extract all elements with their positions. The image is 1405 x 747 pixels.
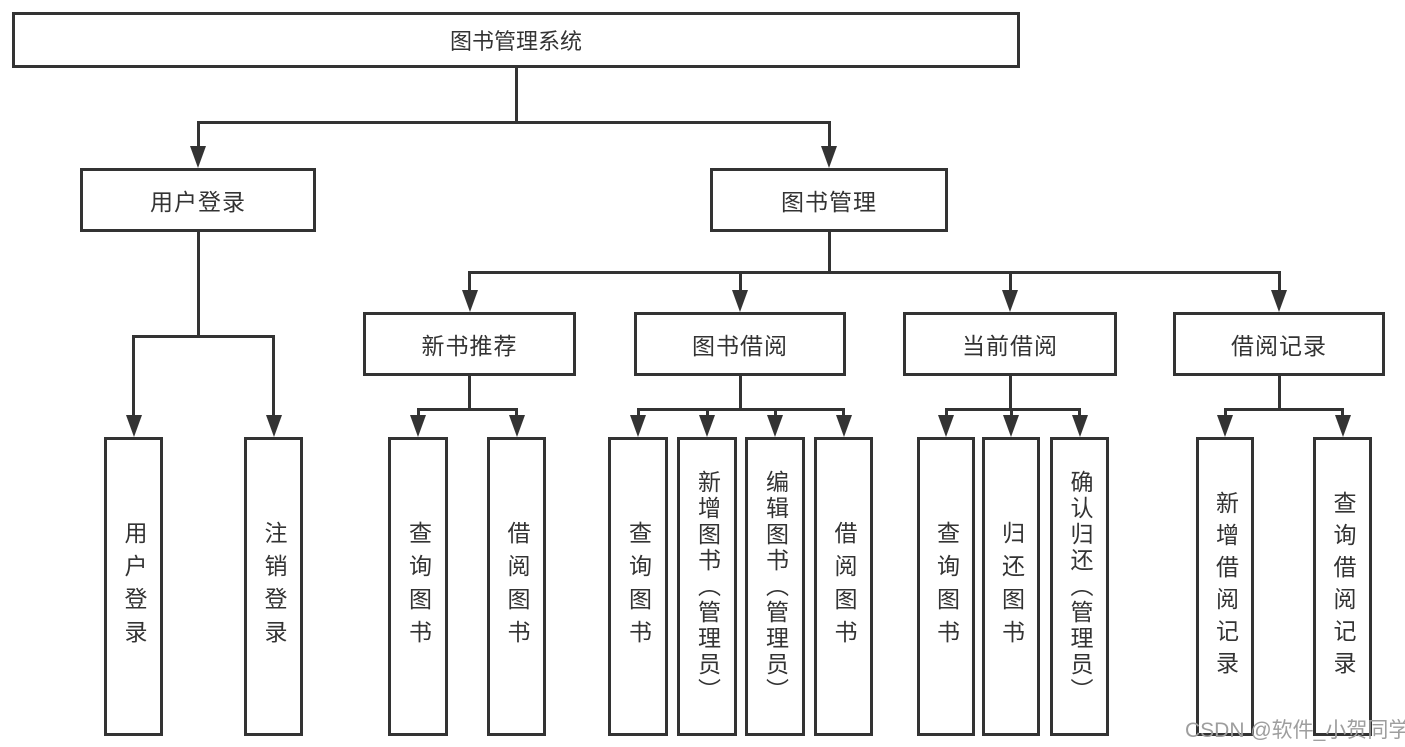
connector-recommend-trunk xyxy=(468,376,471,411)
connector-book-management-bar xyxy=(468,271,1281,274)
connector-drop-recommend-borrow xyxy=(515,408,518,417)
connector-drop-cb-confirm xyxy=(1078,408,1081,417)
leaf-confirm-return-admin-label: 确认归还（管理员） xyxy=(1067,469,1093,704)
leaf-edit-books-admin-label: 编辑图书（管理员） xyxy=(762,469,789,704)
arrowhead-book-management xyxy=(821,146,837,168)
connector-drop-rec-add xyxy=(1224,408,1227,417)
node-user-login-label: 用户登录 xyxy=(150,189,246,215)
leaf-borrow-query-books: 查询图书 xyxy=(608,437,668,736)
leaf-edit-books-admin: 编辑图书（管理员） xyxy=(745,437,805,736)
watermark: CSDN @软件_小贺同学 xyxy=(1185,719,1405,742)
node-borrow-records-label: 借阅记录 xyxy=(1231,333,1327,359)
node-book-management: 图书管理 xyxy=(710,168,948,232)
leaf-recommend-query-books-label: 查询图书 xyxy=(405,520,432,653)
arrowhead-cb-return xyxy=(1003,415,1019,437)
connector-drop-book-management xyxy=(828,121,831,147)
arrowhead-recommend-query xyxy=(410,415,426,437)
node-book-borrow: 图书借阅 xyxy=(634,312,846,376)
connector-drop-user-login xyxy=(197,121,200,147)
leaf-add-borrow-record-label: 新增借阅记录 xyxy=(1212,490,1239,683)
leaf-query-borrow-record: 查询借阅记录 xyxy=(1313,437,1372,736)
node-current-borrow: 当前借阅 xyxy=(903,312,1117,376)
arrowhead-bb-borrow xyxy=(836,415,852,437)
leaf-query-borrow-record-label: 查询借阅记录 xyxy=(1330,490,1356,683)
leaf-borrow-books: 借阅图书 xyxy=(814,437,873,736)
arrowhead-new-book-recommend xyxy=(462,290,478,312)
node-new-book-recommend-label: 新书推荐 xyxy=(421,333,518,359)
node-borrow-records: 借阅记录 xyxy=(1173,312,1385,376)
leaf-add-books-admin-label: 新增图书（管理员） xyxy=(694,469,721,704)
connector-drop-new-book-recommend xyxy=(468,271,471,291)
connector-current-trunk xyxy=(1009,376,1012,411)
connector-records-bar xyxy=(1224,408,1344,411)
arrowhead-rec-add xyxy=(1217,415,1233,437)
connector-user-login-trunk xyxy=(197,232,200,338)
node-book-borrow-label: 图书借阅 xyxy=(692,333,788,359)
node-new-book-recommend: 新书推荐 xyxy=(363,312,576,376)
connector-drop-book-borrow xyxy=(739,271,742,291)
arrowhead-current-borrow xyxy=(1002,290,1018,312)
arrowhead-recommend-borrow xyxy=(509,415,525,437)
arrowhead-cb-confirm xyxy=(1072,415,1088,437)
leaf-borrow-query-books-label: 查询图书 xyxy=(625,520,652,653)
arrowhead-bb-add xyxy=(699,415,715,437)
arrowhead-leaf-logout xyxy=(266,415,282,437)
connector-drop-current-borrow xyxy=(1009,271,1012,291)
connector-root-bar xyxy=(197,121,831,124)
connector-drop-bb-edit xyxy=(774,408,777,417)
connector-drop-recommend-query xyxy=(417,408,420,417)
connector-drop-cb-return xyxy=(1010,408,1013,417)
leaf-user-login: 用户登录 xyxy=(104,437,163,736)
arrowhead-rec-query xyxy=(1335,415,1351,437)
leaf-recommend-query-books: 查询图书 xyxy=(388,437,448,736)
connector-recommend-bar xyxy=(417,408,518,411)
connector-current-bar xyxy=(945,408,1081,411)
leaf-recommend-borrow-books-label: 借阅图书 xyxy=(504,520,530,653)
connector-drop-borrow-records xyxy=(1278,271,1281,291)
connector-drop-bb-query xyxy=(637,408,640,417)
leaf-return-books-label: 归还图书 xyxy=(998,520,1025,653)
leaf-logout-label: 注销登录 xyxy=(261,520,287,653)
arrowhead-cb-query xyxy=(938,415,954,437)
connector-drop-rec-query xyxy=(1341,408,1344,417)
connector-drop-bb-borrow xyxy=(842,408,845,417)
leaf-current-query-books: 查询图书 xyxy=(917,437,975,736)
leaf-user-login-label: 用户登录 xyxy=(121,520,147,653)
connector-user-login-bar xyxy=(132,335,275,338)
arrowhead-bb-edit xyxy=(767,415,783,437)
leaf-confirm-return-admin: 确认归还（管理员） xyxy=(1050,437,1109,736)
leaf-add-borrow-record: 新增借阅记录 xyxy=(1196,437,1254,736)
connector-drop-leaf-user-login xyxy=(132,335,135,416)
connector-drop-cb-query xyxy=(945,408,948,417)
arrowhead-book-borrow xyxy=(732,290,748,312)
node-root-label: 图书管理系统 xyxy=(449,29,582,54)
connector-drop-leaf-logout xyxy=(272,335,275,416)
connector-book-management-trunk xyxy=(828,232,831,274)
leaf-current-query-books-label: 查询图书 xyxy=(933,520,960,653)
connector-root-trunk xyxy=(515,68,518,124)
leaf-return-books: 归还图书 xyxy=(982,437,1040,736)
leaf-recommend-borrow-books: 借阅图书 xyxy=(487,437,546,736)
leaf-add-books-admin: 新增图书（管理员） xyxy=(677,437,737,736)
leaf-logout: 注销登录 xyxy=(244,437,303,736)
node-current-borrow-label: 当前借阅 xyxy=(962,333,1058,359)
connector-book-borrow-trunk xyxy=(739,376,742,411)
arrowhead-user-login xyxy=(190,146,206,168)
arrowhead-borrow-records xyxy=(1271,290,1287,312)
node-user-login: 用户登录 xyxy=(80,168,316,232)
arrowhead-leaf-user-login xyxy=(126,415,142,437)
node-book-management-label: 图书管理 xyxy=(781,189,877,215)
node-root: 图书管理系统 xyxy=(12,12,1020,68)
connector-book-borrow-bar xyxy=(637,408,845,411)
connector-drop-bb-add xyxy=(706,408,709,417)
connector-records-trunk xyxy=(1278,376,1281,411)
leaf-borrow-books-label: 借阅图书 xyxy=(831,520,857,653)
arrowhead-bb-query xyxy=(630,415,646,437)
